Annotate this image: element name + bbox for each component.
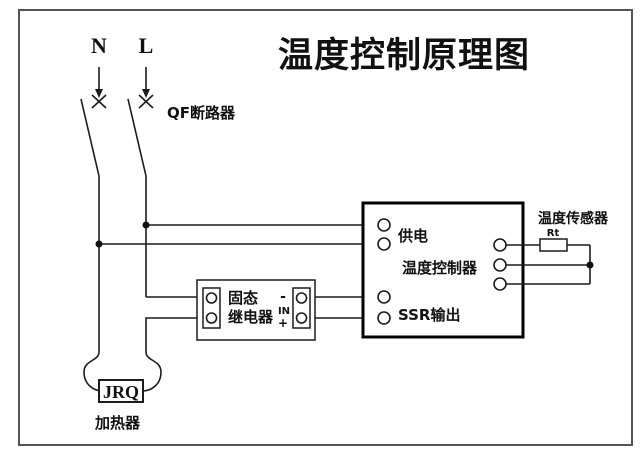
heater-box [98, 379, 144, 403]
junction-dot-neutral [95, 240, 103, 248]
live-label: L [139, 33, 154, 58]
controller-ssr-terminal-2 [377, 311, 391, 325]
controller-name: 温度控制器 [402, 259, 478, 277]
neutral-arrowhead-icon [95, 89, 103, 98]
controller-power-terminal-2 [377, 237, 391, 251]
ssr-in-label: IN [278, 306, 290, 317]
heater-bulb-right-arc [141, 351, 162, 392]
sensor-resistor-symbol [539, 238, 568, 252]
controller-ssr-terminal-1 [377, 290, 391, 304]
ssr-terminal-left-bottom [205, 312, 218, 324]
ssr-name-line2: 继电器 [228, 308, 274, 326]
power-input-section: N L QF断路器 [80, 33, 236, 177]
sensor-name: 温度传感器 [538, 210, 609, 227]
controller-sensor-terminal-3 [493, 277, 507, 291]
diagram-frame [18, 9, 633, 446]
heater-name: 加热器 [94, 414, 141, 432]
live-breaker-blade [127, 98, 147, 177]
controller-sensor-terminal-1 [493, 238, 507, 252]
diagram-title: 温度控制原理图 [278, 36, 530, 75]
ssr-name-line1: 固态 [228, 289, 258, 307]
heater-code: JRQ [103, 382, 139, 402]
controller-sensor-terminal-2 [493, 258, 507, 272]
ssr-terminal-right-top [295, 292, 308, 304]
controller-power-label: 供电 [397, 227, 428, 245]
live-arrowhead-icon [142, 89, 150, 98]
sensor-junction-dot [586, 261, 594, 269]
junction-dot-live [142, 221, 150, 229]
sensor-resistor-label: Rt [547, 228, 560, 239]
temperature-controller: 供电 温度控制器 SSR输出 [361, 201, 525, 339]
controller-output-label: SSR输出 [398, 306, 460, 324]
live-contact-x-icon [138, 94, 154, 109]
heater-bulb-left-arc [83, 351, 104, 392]
breaker-label: QF断路器 [167, 104, 236, 122]
wire-relay-to-heater [145, 317, 203, 352]
neutral-contact-x-icon [91, 94, 107, 109]
heater: JRQ 加热器 [83, 351, 162, 432]
neutral-breaker-blade [80, 98, 100, 177]
ssr-plus-label: + [278, 316, 288, 330]
ssr-terminal-right-bottom [295, 312, 308, 324]
temperature-sensor: Rt 温度传感器 [506, 210, 609, 285]
neutral-label: N [91, 33, 107, 58]
ssr-relay: 固态 继电器 - IN + [196, 279, 316, 341]
ssr-terminal-left-top [205, 292, 218, 304]
controller-power-terminal-1 [377, 218, 391, 232]
ssr-minus-label: - [280, 289, 286, 305]
